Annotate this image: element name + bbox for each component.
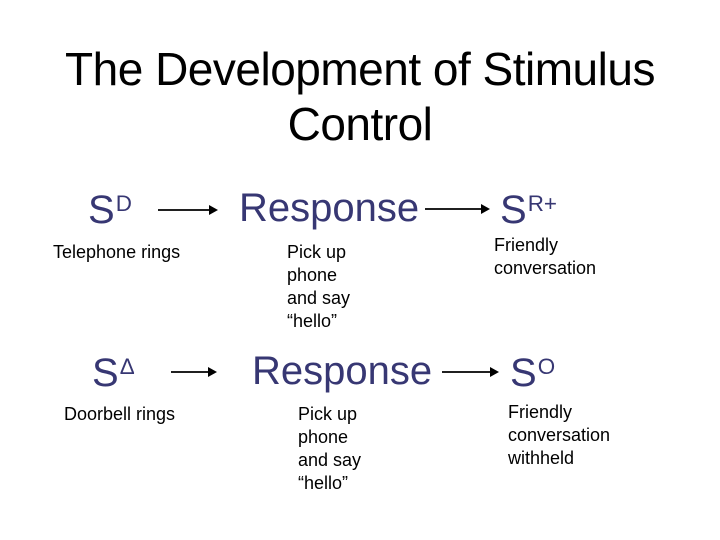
s-base: S — [500, 188, 527, 232]
response-word: Response — [252, 349, 433, 393]
arrow-right-icon — [424, 201, 491, 217]
s-superscript: R+ — [527, 191, 557, 217]
arrow-right-icon — [157, 202, 219, 218]
s-superscript: D — [115, 191, 132, 217]
arrow-right-icon — [441, 364, 500, 380]
response-caption: Pick up phone and say “hello” — [287, 242, 351, 331]
arrow-right-icon — [170, 364, 218, 380]
s-base: S — [88, 188, 115, 232]
consequence-symbol-so: SO — [510, 353, 555, 393]
stimulus-caption: Telephone rings — [53, 242, 181, 262]
response-word: Response — [239, 186, 420, 230]
s-superscript: O — [537, 354, 556, 380]
slide-title: The Development of Stimulus Control — [65, 43, 655, 150]
s-base: S — [510, 351, 537, 395]
s-superscript: Δ — [119, 354, 135, 380]
consequence-caption: Friendly conversation — [494, 235, 597, 278]
stimulus-caption: Doorbell rings — [64, 404, 176, 424]
s-base: S — [92, 351, 119, 395]
response-caption: Pick up phone and say “hello” — [298, 404, 362, 493]
stimulus-symbol-sdelta: SΔ — [92, 353, 135, 393]
stimulus-symbol-sd: SD — [88, 190, 132, 230]
consequence-symbol-sr: SR+ — [500, 190, 557, 230]
consequence-caption: Friendly conversation withheld — [508, 402, 611, 468]
